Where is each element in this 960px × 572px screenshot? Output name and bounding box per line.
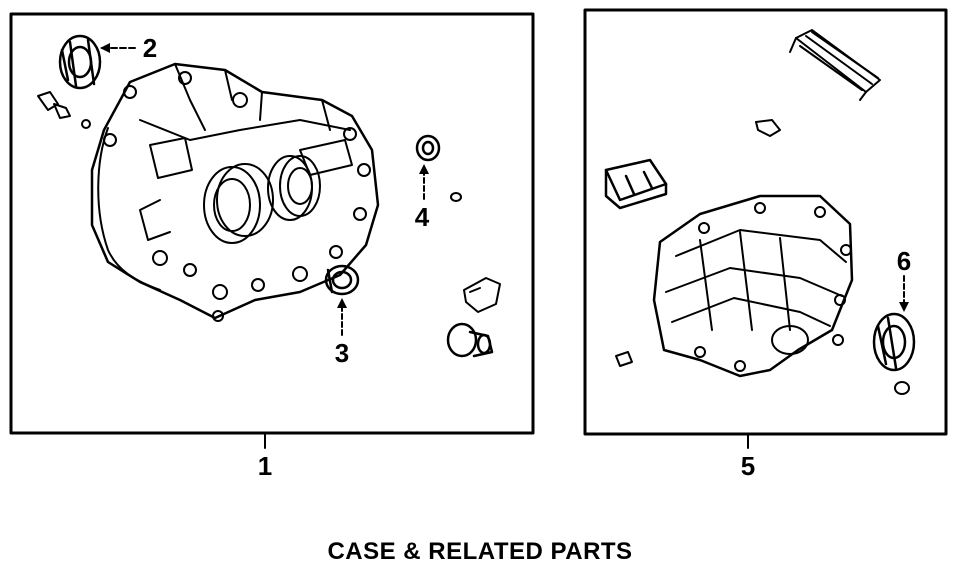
arrowhead-4 bbox=[419, 164, 429, 174]
pin-illustration bbox=[446, 322, 494, 358]
arrowhead-3 bbox=[337, 298, 347, 308]
callout-5: 5 bbox=[741, 451, 755, 481]
callout-1: 1 bbox=[258, 451, 272, 481]
tube-bracket-illustration bbox=[789, 29, 881, 101]
callout-6: 6 bbox=[897, 246, 911, 276]
small-oring-illustration bbox=[894, 381, 910, 395]
transfer-case-illustration bbox=[652, 194, 854, 378]
seal-part-2-illustration bbox=[58, 34, 102, 90]
callout-2: 2 bbox=[143, 33, 157, 63]
callout-3: 3 bbox=[335, 338, 349, 368]
callout-4: 4 bbox=[415, 202, 430, 232]
plug-part-4-illustration bbox=[415, 134, 441, 162]
sensor-hardware-illustration bbox=[37, 91, 91, 129]
diagram-caption: CASE & RELATED PARTS bbox=[327, 538, 633, 565]
nut-illustration bbox=[615, 351, 633, 367]
ring-illustration bbox=[832, 334, 844, 346]
arrowhead-6 bbox=[899, 302, 909, 312]
bolt-illustration bbox=[755, 119, 781, 137]
small-washer-illustration bbox=[450, 192, 462, 202]
arrowhead-2 bbox=[100, 43, 110, 53]
bracket-illustration bbox=[463, 277, 501, 313]
right-panel-frame bbox=[583, 8, 948, 436]
seal-part-3-illustration bbox=[324, 264, 360, 296]
seal-part-6-illustration bbox=[872, 312, 916, 372]
transmission-case-illustration bbox=[90, 62, 380, 322]
left-panel-frame bbox=[9, 12, 535, 435]
mount-block-illustration bbox=[604, 158, 668, 210]
